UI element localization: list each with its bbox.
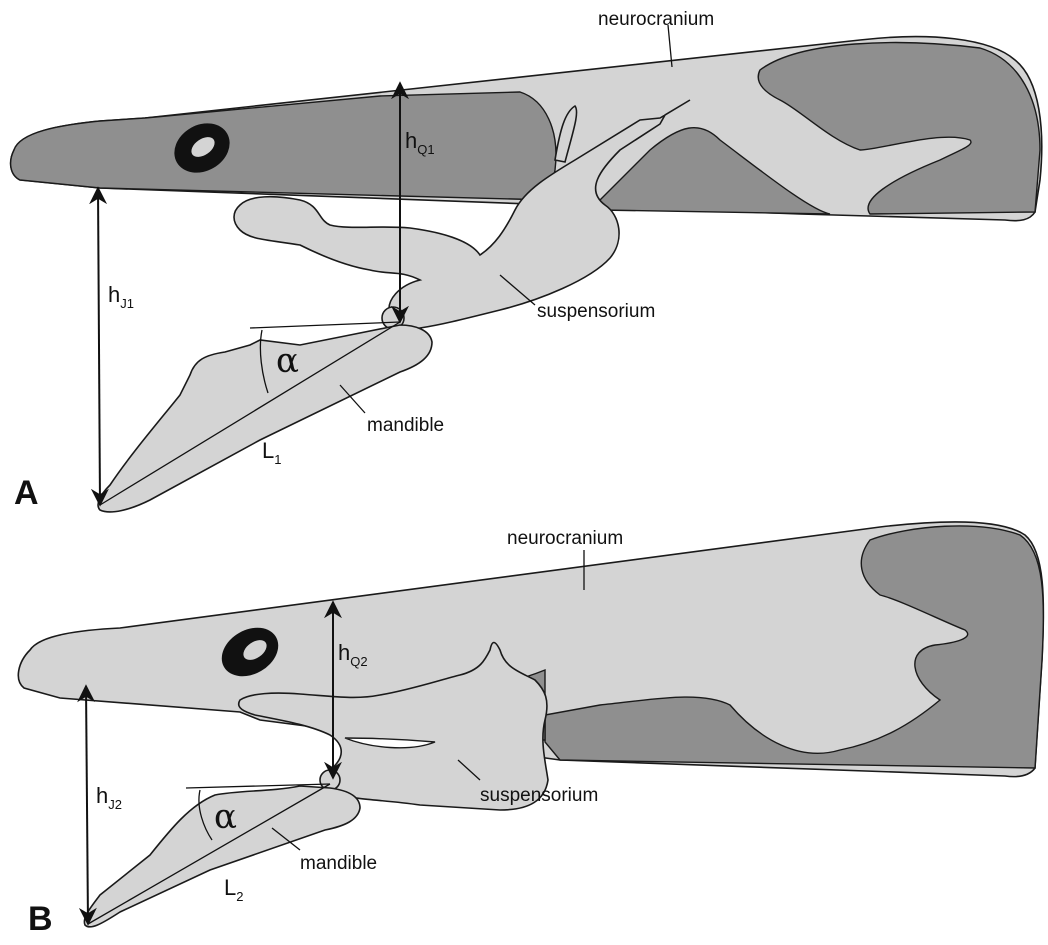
label-mandible-a: mandible xyxy=(367,415,444,436)
hq-sub-b: Q2 xyxy=(350,654,367,669)
label-hj-a: hJ1 xyxy=(108,282,134,311)
label-hj-b: hJ2 xyxy=(96,783,122,812)
hj-sub-a: J1 xyxy=(120,296,134,311)
l-sub-a: 1 xyxy=(274,452,281,467)
hq-main-b: h xyxy=(338,640,350,665)
l-sub-b: 2 xyxy=(236,889,243,904)
label-alpha-b: α xyxy=(214,797,237,837)
panel-letter-a: A xyxy=(14,474,39,512)
panel-b: neurocranium suspensorium mandible hQ2 h… xyxy=(18,522,1043,938)
panel-a: neurocranium suspensorium mandible hQ1 h… xyxy=(11,9,1042,512)
hq-sub-a: Q1 xyxy=(417,142,434,157)
panel-letter-b: B xyxy=(28,900,53,938)
l-main-a: L xyxy=(262,438,274,463)
label-neurocranium-b: neurocranium xyxy=(507,528,623,549)
hj-sub-b: J2 xyxy=(108,797,122,812)
label-suspensorium-b: suspensorium xyxy=(480,785,598,806)
label-suspensorium-a: suspensorium xyxy=(537,301,655,322)
label-mandible-b: mandible xyxy=(300,853,377,874)
label-l-b: L2 xyxy=(224,875,243,904)
label-l-a: L1 xyxy=(262,438,281,467)
label-alpha-a: α xyxy=(276,341,299,381)
hj-main-a: h xyxy=(108,282,120,307)
neurocranium-dark-rostral-a xyxy=(11,92,556,200)
hq-main-a: h xyxy=(405,128,417,153)
hj-arrow-a xyxy=(98,188,100,505)
hj-arrow-b xyxy=(86,686,88,924)
l-main-b: L xyxy=(224,875,236,900)
horizontal-reference-a xyxy=(250,322,400,328)
label-neurocranium-a: neurocranium xyxy=(598,9,714,30)
hj-main-b: h xyxy=(96,783,108,808)
